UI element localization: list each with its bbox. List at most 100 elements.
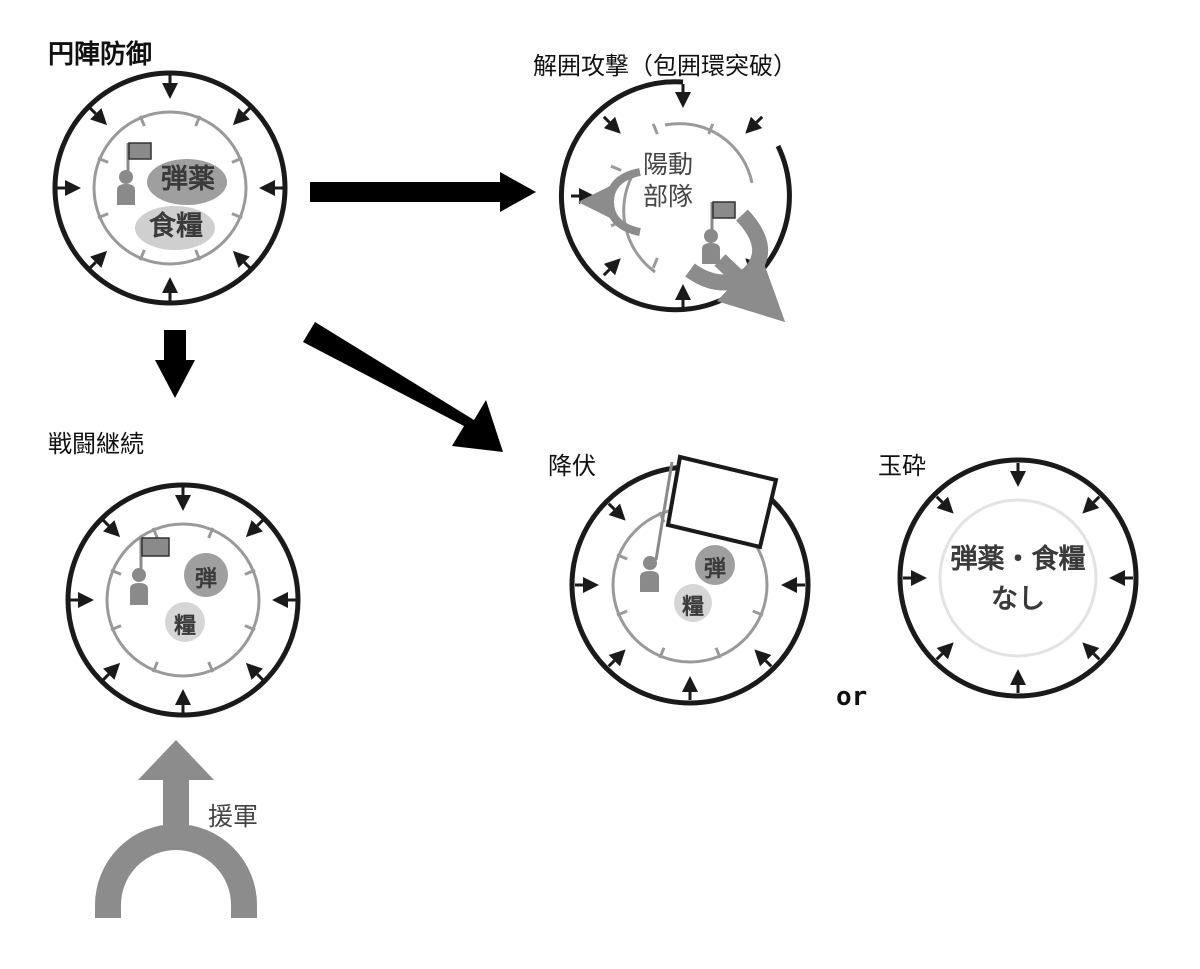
title-circle-defense: 円陣防御: [48, 40, 153, 70]
encircling-arrows: [903, 463, 1133, 693]
commander-figure-icon: [702, 229, 720, 264]
inner-tick: [194, 115, 202, 127]
encircle-arrow-head: [603, 258, 621, 276]
ammo-blob: [147, 159, 227, 205]
label-no-supplies-line2: なし: [991, 584, 1045, 615]
encircle-arrow-head: [103, 662, 121, 680]
inner-tick: [151, 527, 159, 539]
food-blob: [674, 584, 712, 622]
title-continue-fighting: 戦闘継続: [48, 430, 144, 458]
label-ammo-short: 弾: [703, 557, 726, 582]
encirclement-circle-defense: [52, 70, 288, 306]
encircling-arrows: [70, 487, 296, 713]
inner-tick: [138, 115, 146, 127]
encircle-arrow-head: [583, 577, 599, 593]
encirclement-continue-fighting: [65, 482, 301, 718]
encircle-arrow-head: [675, 92, 691, 108]
inner-tick: [231, 156, 243, 164]
inner-tick: [231, 212, 243, 220]
inner-tick: [207, 527, 215, 539]
encircling-arrows: [575, 502, 805, 700]
inner-tick: [616, 609, 628, 617]
encircle-arrow-head: [272, 592, 288, 608]
encircle-arrow-head: [78, 592, 94, 608]
encirclement-gyokusai: [897, 457, 1139, 699]
encircle-arrow-head: [675, 284, 691, 300]
encircle-arrow-head: [1010, 669, 1026, 685]
inner-tick: [244, 568, 256, 576]
label-food: 食糧: [149, 211, 203, 242]
title-surrender: 降伏: [548, 452, 596, 480]
encirclement-break-siege: [558, 79, 792, 323]
encircle-arrow-shaft: [243, 107, 251, 115]
flow-arrow-to-continue: [155, 330, 195, 398]
encircle-arrow-shaft: [89, 107, 97, 115]
ammo-blob: [184, 553, 228, 597]
inner-tick: [714, 647, 722, 659]
encircle-arrow-shaft: [256, 519, 264, 527]
label-ammo-short: 弾: [194, 567, 217, 592]
label-no-supplies-line1: 弾薬・食糧: [950, 544, 1086, 575]
encircle-arrow-shaft: [243, 261, 251, 269]
encircle-arrow-head: [232, 250, 250, 268]
commander-figure-icon: [117, 170, 135, 205]
inner-tick: [110, 624, 122, 632]
encircle-arrow-head: [103, 520, 121, 538]
encircle-arrow-shaft: [935, 652, 944, 661]
encircle-arrow-shaft: [602, 115, 611, 124]
encircle-arrow-shaft: [602, 268, 611, 277]
encircle-arrow-head: [745, 116, 763, 134]
encircle-arrow-head: [232, 108, 250, 126]
encircle-arrow-shaft: [607, 659, 616, 668]
label-reinforcements: 援軍: [208, 802, 259, 831]
commander-figure-icon: [130, 568, 148, 605]
encircle-arrow-shaft: [1092, 652, 1101, 661]
label-ammo: 弾薬: [161, 164, 215, 195]
inner-tick: [110, 568, 122, 576]
encirclement-surrender: [569, 454, 811, 706]
encircling-arrows: [57, 75, 283, 301]
encircle-arrow-head: [65, 180, 81, 196]
encircle-arrow-head: [162, 83, 178, 99]
food-blob: [135, 206, 215, 250]
encircle-arrow-shaft: [1092, 495, 1101, 504]
encircle-arrow-head: [579, 188, 595, 204]
commander-flag-icon: [139, 537, 170, 572]
inner-tick: [97, 156, 109, 164]
inner-tick: [651, 257, 659, 269]
encircle-arrow-head: [245, 520, 263, 538]
flow-arrow-to-break-siege: [310, 172, 536, 212]
encircle-arrow-head: [245, 662, 263, 680]
encircle-arrow-head: [781, 577, 797, 593]
encircle-arrow-head: [1010, 471, 1026, 487]
flow-arrow-to-surrender: [303, 322, 503, 452]
white-flag-pole: [654, 461, 674, 561]
encircle-arrow-head: [608, 503, 626, 521]
encircle-arrow-head: [175, 495, 191, 511]
encircle-arrow-head: [1082, 642, 1100, 660]
commander-figure-icon: [640, 556, 659, 592]
encircle-arrow-shaft: [256, 673, 264, 681]
encircle-arrow-head: [682, 676, 698, 692]
encircle-arrow-head: [1082, 496, 1100, 514]
encircle-arrow-head: [90, 250, 108, 268]
inner-ticks: [97, 115, 243, 261]
inner-tick: [194, 249, 202, 261]
inner-tick: [244, 624, 256, 632]
encircle-arrow-head: [936, 642, 954, 660]
inner-tick: [97, 212, 109, 220]
encircle-arrow-head: [90, 108, 108, 126]
ammo-blob: [695, 545, 735, 585]
encircle-arrow-shaft: [89, 261, 97, 269]
encircle-arrow-head: [911, 570, 927, 586]
inner-tick: [658, 647, 666, 659]
label-decoy-unit-line1: 陽動: [642, 150, 693, 179]
inner-tick: [752, 609, 764, 617]
encircle-arrow-head: [608, 649, 626, 667]
encircle-arrow-head: [162, 277, 178, 293]
title-gyokusai: 玉砕: [878, 452, 926, 480]
inner-tick: [707, 123, 715, 135]
encircle-arrow-head: [259, 180, 275, 196]
